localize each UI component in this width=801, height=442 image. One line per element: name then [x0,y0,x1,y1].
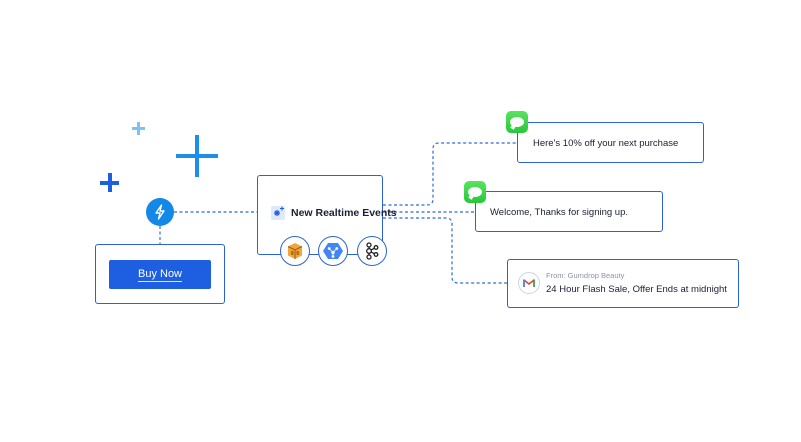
gmail-icon [518,272,540,294]
sms-message-card-2: Welcome, Thanks for signing up. [475,191,663,232]
buy-now-button[interactable]: Buy Now [109,260,211,289]
sms-message-text-2: Welcome, Thanks for signing up. [490,207,628,218]
kafka-icon[interactable] [357,236,387,266]
sms-message-text-1: Here's 10% off your next purchase [533,138,679,149]
email-card: From: Gumdrop Beauty 24 Hour Flash Sale,… [507,259,739,308]
plus-medium-icon [100,173,119,192]
email-subject: 24 Hour Flash Sale, Offer Ends at midnig… [546,284,727,295]
imessage-icon [506,111,528,133]
plus-large-icon [176,135,218,177]
imessage-icon [464,181,486,203]
sparkle-icon [271,206,285,220]
amazon-sqs-icon[interactable] [280,236,310,266]
lightning-bolt-icon [146,198,174,226]
realtime-events-card: New Realtime Events [257,175,397,266]
connector-events-to-email [383,217,507,284]
trigger-card: Buy Now [95,244,225,304]
buy-now-label: Buy Now [137,267,183,282]
events-title: New Realtime Events [291,207,397,219]
connector-events-to-sms-1 [383,142,517,206]
sms-message-card-1: Here's 10% off your next purchase [517,122,704,163]
plus-small-icon [132,122,145,135]
email-from: From: Gumdrop Beauty [546,271,625,280]
google-pubsub-icon[interactable] [318,236,348,266]
